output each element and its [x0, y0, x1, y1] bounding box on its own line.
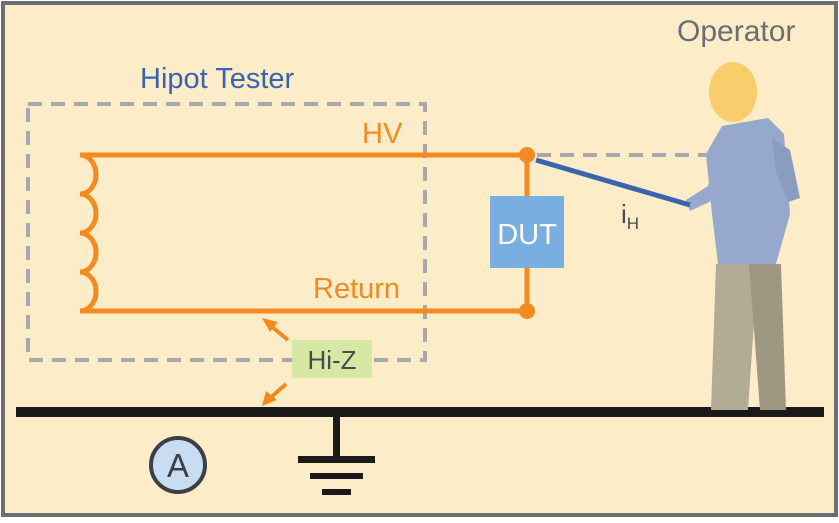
operator-right-leg [749, 264, 786, 410]
tester-label: Hipot Tester [140, 63, 295, 95]
return-label: Return [313, 273, 400, 305]
dut-box [490, 196, 564, 268]
ammeter-icon [149, 436, 207, 494]
operator-head [709, 62, 757, 122]
transformer-coil [79, 152, 99, 314]
operator-figure [686, 62, 800, 410]
ground-plane [16, 407, 824, 417]
current-label: iH [621, 199, 639, 233]
operator-left-leg [711, 264, 758, 410]
hv-label: HV [362, 118, 403, 150]
hiz-label: Hi-Z [307, 345, 356, 375]
dut-label: DUT [497, 219, 557, 251]
hiz-arrow-down [262, 382, 288, 406]
probe-line [535, 157, 691, 208]
return-junction [519, 303, 535, 319]
earth-ground-icon [298, 417, 375, 495]
hv-junction [519, 147, 535, 163]
hiz-badge [292, 340, 372, 378]
tester-enclosure [26, 102, 427, 362]
ammeter-label: A [167, 447, 189, 484]
current-subscript: H [627, 214, 639, 233]
operator-arm [686, 148, 728, 211]
current-symbol: i [621, 199, 627, 229]
hiz-arrow-up [262, 318, 290, 342]
operator-label: Operator [677, 15, 795, 48]
operator-back-arm [772, 138, 800, 202]
